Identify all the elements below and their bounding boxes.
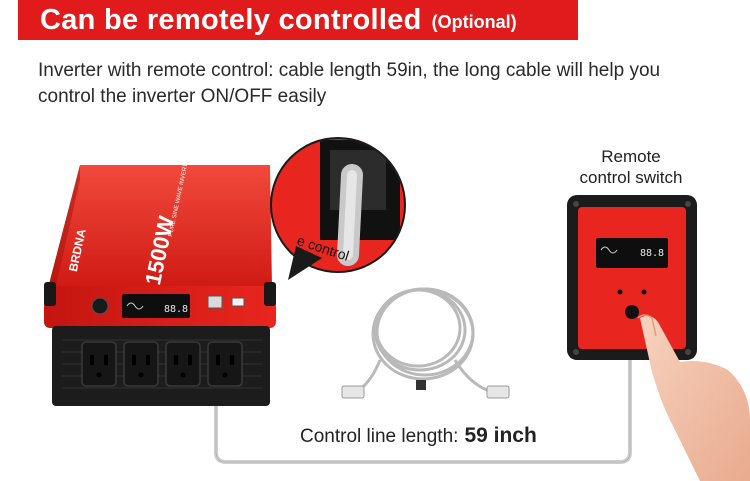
remote-power-button (625, 305, 639, 319)
ac-outlets (81, 341, 243, 387)
remote-display-digits: 88.8 (640, 248, 664, 259)
description-text: Inverter with remote control: cable leng… (38, 60, 661, 107)
cable-length-value: 59 inch (464, 424, 537, 447)
inverter-display-digits: 88.8 (164, 304, 188, 315)
remote-title-line1: Remote (601, 147, 661, 166)
inverter-display (122, 294, 190, 318)
rj-connector-right (486, 385, 510, 399)
remote-title: Remote control switch (556, 146, 706, 188)
remote-control (567, 195, 697, 360)
port-callout (270, 137, 406, 280)
remote-display (596, 238, 668, 268)
rj-connector-left (341, 385, 365, 399)
power-button (91, 297, 109, 315)
inverter (44, 165, 276, 406)
usb-port (231, 297, 245, 307)
hand (637, 314, 750, 481)
title-banner: Can be remotely controlled (Optional) (18, 0, 578, 40)
remote-title-line2: control switch (579, 168, 683, 187)
cable-tie (416, 380, 426, 390)
remote-port (207, 295, 223, 309)
banner-title: Can be remotely controlled (40, 3, 422, 36)
cable-length-prefix: Control line length: (300, 426, 459, 447)
banner-optional: (Optional) (431, 11, 517, 32)
cable-length-label: Control line length:59 inch (300, 424, 537, 448)
coiled-cable (354, 287, 493, 394)
